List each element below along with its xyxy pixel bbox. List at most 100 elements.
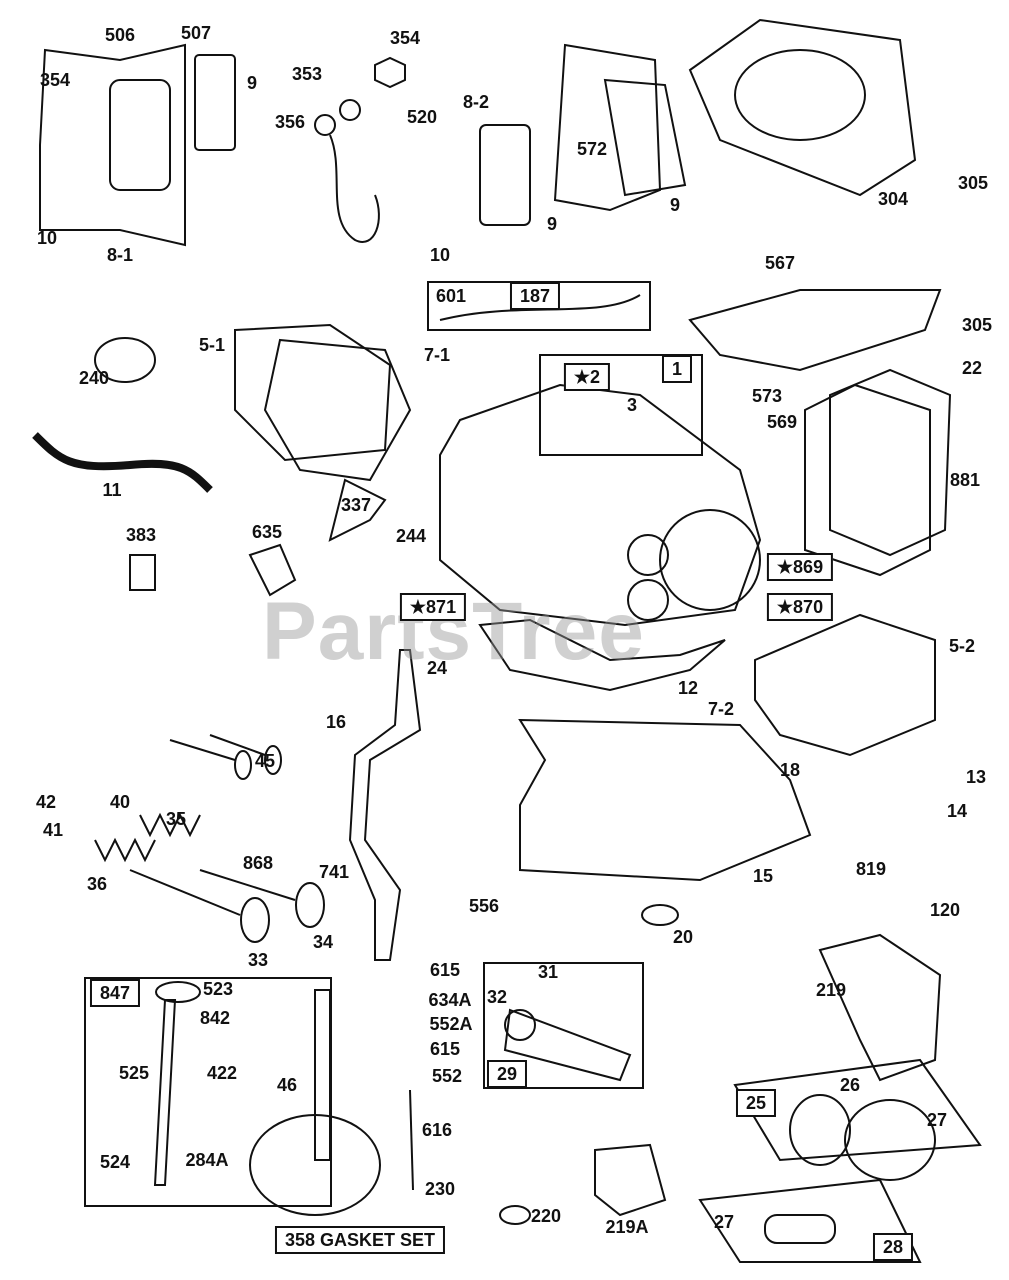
part-number-label: 220 — [530, 1206, 562, 1226]
gasket-9-part — [194, 54, 236, 151]
part-number-label: 572 — [576, 139, 608, 159]
connecting-rod-frame — [483, 962, 644, 1089]
part-number-label: 22 — [961, 358, 983, 378]
part-number-label: 305 — [957, 173, 989, 193]
part-number-label: 36 — [86, 874, 108, 894]
fitting-337-part — [328, 478, 387, 542]
dipstick-tube-part — [153, 999, 177, 1186]
washer-part — [339, 99, 361, 121]
part-number-label: 523 — [202, 979, 234, 999]
part-number-label: 9 — [546, 214, 558, 234]
spark-plug-boot-part — [248, 543, 297, 597]
boxed-part-number-label: 1 — [661, 355, 693, 383]
part-number-label: 615 — [429, 960, 461, 980]
part-number-label: 520 — [406, 107, 438, 127]
valve-seat-part — [627, 579, 669, 621]
part-number-label: 24 — [426, 658, 448, 678]
part-number-label: 46 — [276, 1075, 298, 1095]
part-number-label: 506 — [104, 25, 136, 45]
ground-wire-part — [329, 134, 380, 243]
part-number-label: 741 — [318, 862, 350, 882]
cylinder-head-5-1-part — [234, 323, 392, 462]
boxed-part-number-label: 187 — [509, 282, 561, 310]
oil-seal-part — [641, 904, 679, 926]
push-rod-part — [409, 1089, 414, 1191]
part-number-label: 7-1 — [423, 345, 451, 365]
part-number-label: 7-2 — [707, 699, 735, 719]
part-number-label: 8-1 — [106, 245, 134, 265]
boxed-part-number-label: 29 — [486, 1060, 528, 1088]
part-number-label: 18 — [779, 760, 801, 780]
piston-kit-frame — [733, 1058, 982, 1162]
part-number-label: 35 — [165, 809, 187, 829]
part-number-label: 230 — [424, 1179, 456, 1199]
part-number-label: 842 — [199, 1008, 231, 1028]
piston-pin-part — [764, 1214, 836, 1244]
valve-seat-part — [627, 534, 669, 576]
part-number-label: 525 — [118, 1063, 150, 1083]
part-number-label: 634A — [428, 990, 472, 1010]
part-number-label: 9 — [246, 73, 258, 93]
cylinder-bore-part — [659, 509, 761, 611]
part-number-label: 354 — [39, 70, 71, 90]
part-number-label: 219A — [605, 1217, 649, 1237]
air-guide-part — [109, 79, 171, 191]
air-filter-part — [479, 124, 531, 226]
part-number-label: 12 — [677, 678, 699, 698]
valve-part — [209, 734, 266, 756]
part-number-label: 5-1 — [198, 335, 226, 355]
part-number-label: 120 — [929, 900, 961, 920]
valve-part — [129, 869, 241, 916]
clip-383-part — [129, 554, 156, 591]
part-number-label: 40 — [109, 792, 131, 812]
piston-pin-frame — [698, 1178, 922, 1263]
boxed-part-number-label: ★2 — [563, 363, 611, 391]
part-number-label: 13 — [965, 767, 987, 787]
piston-part — [844, 1099, 936, 1181]
boxed-part-number-label: 847 — [89, 979, 141, 1007]
part-number-label: 304 — [877, 189, 909, 209]
valve-part — [169, 739, 236, 761]
boxed-part-number-label: ★870 — [766, 593, 834, 621]
head-gasket-7-1-part — [263, 338, 412, 482]
part-number-label: 14 — [946, 801, 968, 821]
part-number-label: 383 — [125, 525, 157, 545]
part-number-label: 31 — [537, 962, 559, 982]
part-number-label: 10 — [36, 228, 58, 248]
boxed-part-number-label: ★869 — [766, 553, 834, 581]
boxed-part-number-label: 358 GASKET SET — [274, 1226, 446, 1254]
part-number-label: 244 — [395, 526, 427, 546]
part-number-label: 524 — [99, 1152, 131, 1172]
boxed-part-number-label: 25 — [735, 1089, 777, 1117]
part-number-label: 305 — [961, 315, 993, 335]
part-number-label: 284A — [185, 1150, 229, 1170]
engine-frame — [539, 354, 703, 456]
part-number-label: 601 — [435, 286, 467, 306]
part-number-label: 219 — [815, 980, 847, 1000]
part-number-label: 354 — [389, 28, 421, 48]
part-number-label: 569 — [766, 412, 798, 432]
cylinder-block-part — [439, 383, 762, 627]
part-number-label: 868 — [242, 853, 274, 873]
gasket-572-part — [603, 78, 687, 197]
part-number-label: 819 — [855, 859, 887, 879]
part-number-label: 20 — [672, 927, 694, 947]
cylinder-head-5-2-part — [754, 613, 936, 757]
part-number-label: 15 — [752, 866, 774, 886]
part-number-label: 34 — [312, 932, 334, 952]
piston-rings-part — [789, 1094, 851, 1166]
connecting-rod-part — [503, 1008, 632, 1082]
boxed-part-number-label: ★871 — [399, 593, 467, 621]
governor-bracket-part — [818, 933, 942, 1082]
part-number-label: 27 — [926, 1110, 948, 1130]
part-number-label: 32 — [486, 987, 508, 1007]
valve-spring-part — [94, 837, 156, 863]
part-number-label: 10 — [429, 245, 451, 265]
boxed-part-number-label: 28 — [872, 1233, 914, 1261]
baffle-573-part — [688, 289, 942, 372]
valve-part — [199, 869, 296, 901]
part-number-label: 33 — [247, 950, 269, 970]
part-number-label: 9 — [669, 195, 681, 215]
terminal-part — [314, 114, 336, 136]
